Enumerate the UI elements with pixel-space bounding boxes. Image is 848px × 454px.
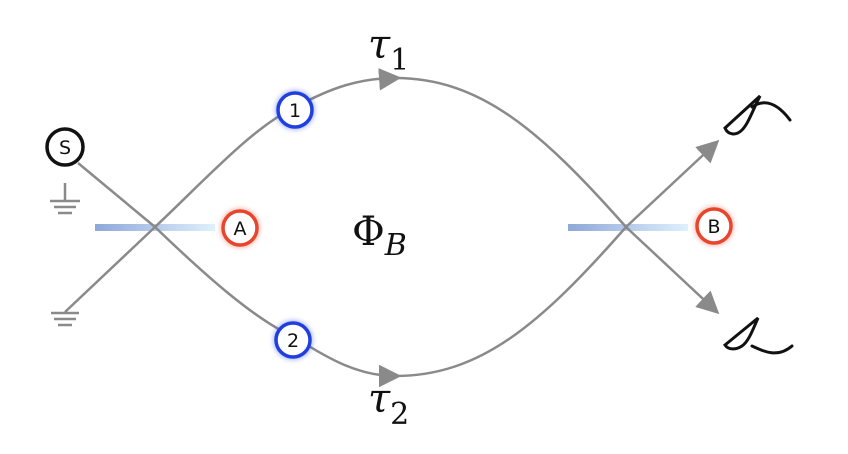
splitter-node-b: B	[694, 206, 734, 246]
arm-node-1: 1	[275, 90, 315, 130]
flux-label: ΦB	[352, 209, 407, 263]
output-lower-line	[625, 226, 720, 315]
input-lines	[50, 162, 156, 327]
flux-subscript: B	[384, 228, 407, 263]
tau-2-symbol: τ	[368, 376, 391, 422]
tau-2-label: τ2	[368, 376, 409, 432]
source-node: S	[45, 127, 85, 167]
detector-icon-upper	[723, 94, 792, 136]
tau-1-label: τ1	[368, 22, 409, 78]
upper-arm-arrow	[378, 68, 402, 91]
splitter-node-a: A	[220, 208, 260, 248]
lower-arm-path	[154, 226, 627, 378]
arm-node-2-label: 2	[287, 330, 299, 352]
flux-symbol: Φ	[352, 209, 385, 255]
upper-arm-path	[154, 76, 627, 228]
output-upper-line	[625, 139, 720, 228]
source-label: S	[59, 137, 71, 159]
arm-node-2: 2	[273, 320, 313, 360]
tau-1-subscript: 1	[390, 43, 409, 78]
splitter-node-b-label: B	[707, 216, 720, 238]
tau-1-symbol: τ	[368, 22, 391, 68]
splitter-node-a-label: A	[234, 218, 247, 240]
detector-icon-lower	[723, 316, 794, 355]
tau-2-subscript: 2	[390, 397, 409, 432]
arm-node-1-label: 1	[289, 100, 301, 122]
